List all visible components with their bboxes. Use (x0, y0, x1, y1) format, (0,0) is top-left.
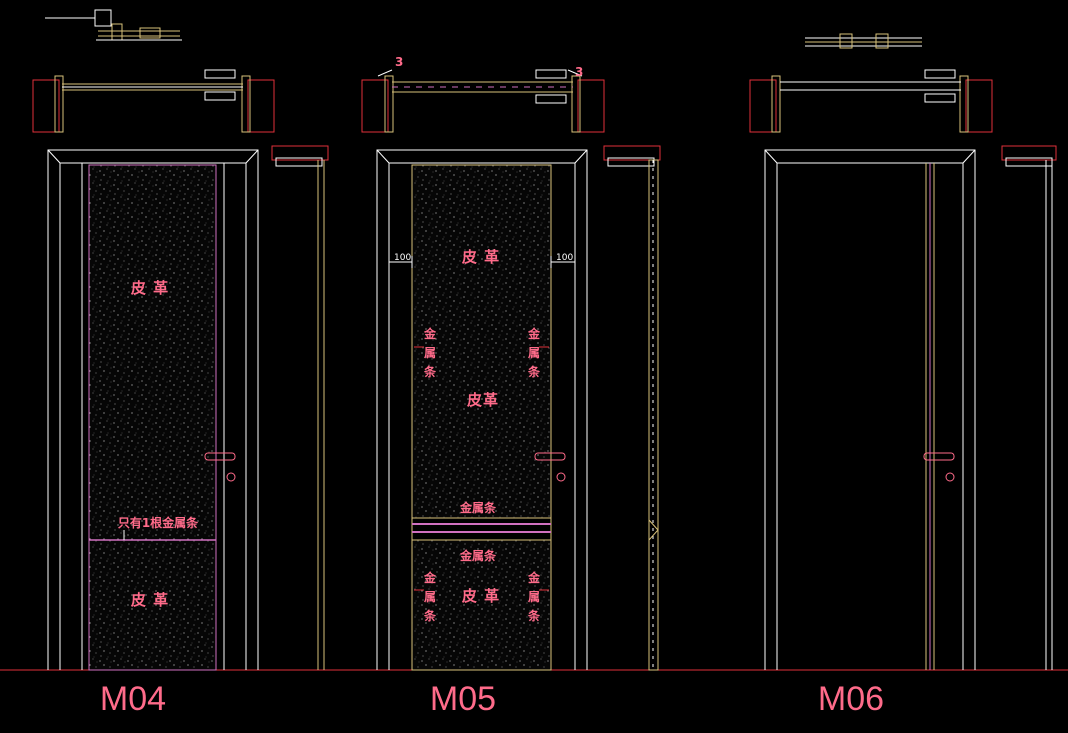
m05-metal-left-b2: 属 (424, 590, 436, 604)
m05-label-band-lower: 金属条 (459, 548, 497, 563)
m05-metal-right-b2: 属 (528, 590, 540, 604)
door-m06: M06 (749, 33, 1057, 718)
m05-metal-left-2: 属 (424, 346, 436, 360)
m04-title: M04 (100, 680, 166, 718)
m05-door-handle (534, 452, 566, 461)
m05-metal-right-b3: 条 (527, 608, 541, 623)
m05-side-section (603, 145, 661, 671)
m04-label-lower: 皮 革 (131, 591, 169, 609)
m04-label-upper: 皮 革 (131, 279, 169, 297)
m04-elevation (47, 149, 259, 671)
m06-title: M06 (818, 680, 884, 718)
m05-label-middle: 皮革 (467, 391, 499, 409)
m05-plan-section (361, 69, 605, 133)
m05-dim-left: 100 (394, 253, 411, 263)
m04-side-section (271, 145, 329, 670)
m06-plan-section (749, 69, 993, 133)
m05-dim-right: 100 (556, 253, 573, 263)
m05-metal-right-b1: 金 (527, 570, 541, 585)
m05-metal-left-b1: 金 (423, 570, 437, 585)
m05-metal-left-3: 条 (423, 364, 437, 379)
m06-side-section (1001, 145, 1057, 670)
m05-keyhole (556, 472, 566, 482)
m04-door-handle (204, 452, 236, 461)
m05-metal-left-b3: 条 (423, 608, 437, 623)
m05-callout-left: 3 (395, 55, 403, 69)
door-m05: 3 3 100 1 (361, 55, 661, 718)
m05-metal-right-3: 条 (527, 364, 541, 379)
m04-plan-section (32, 69, 275, 133)
m06-elevation (764, 149, 976, 670)
m04-label-note: 只有1根金属条 (118, 515, 199, 530)
m05-metal-left-1: 金 (423, 326, 437, 341)
m04-detail-plan (45, 9, 182, 41)
door-m04: 皮 革 只有1根金属条 皮 革 M04 (32, 9, 329, 718)
m04-keyhole (226, 472, 236, 482)
m05-metal-right-1: 金 (527, 326, 541, 341)
m06-detail-plan (805, 33, 922, 49)
m05-title: M05 (430, 680, 496, 718)
m05-label-bottom: 皮 革 (462, 587, 500, 605)
m05-label-band-upper: 金属条 (459, 500, 497, 515)
m05-callout-right: 3 (575, 65, 583, 79)
m05-metal-right-2: 属 (528, 346, 540, 360)
m06-keyhole (945, 472, 955, 482)
m05-elevation (376, 149, 588, 671)
m06-door-handle (923, 452, 955, 461)
m05-label-top: 皮 革 (462, 248, 500, 266)
